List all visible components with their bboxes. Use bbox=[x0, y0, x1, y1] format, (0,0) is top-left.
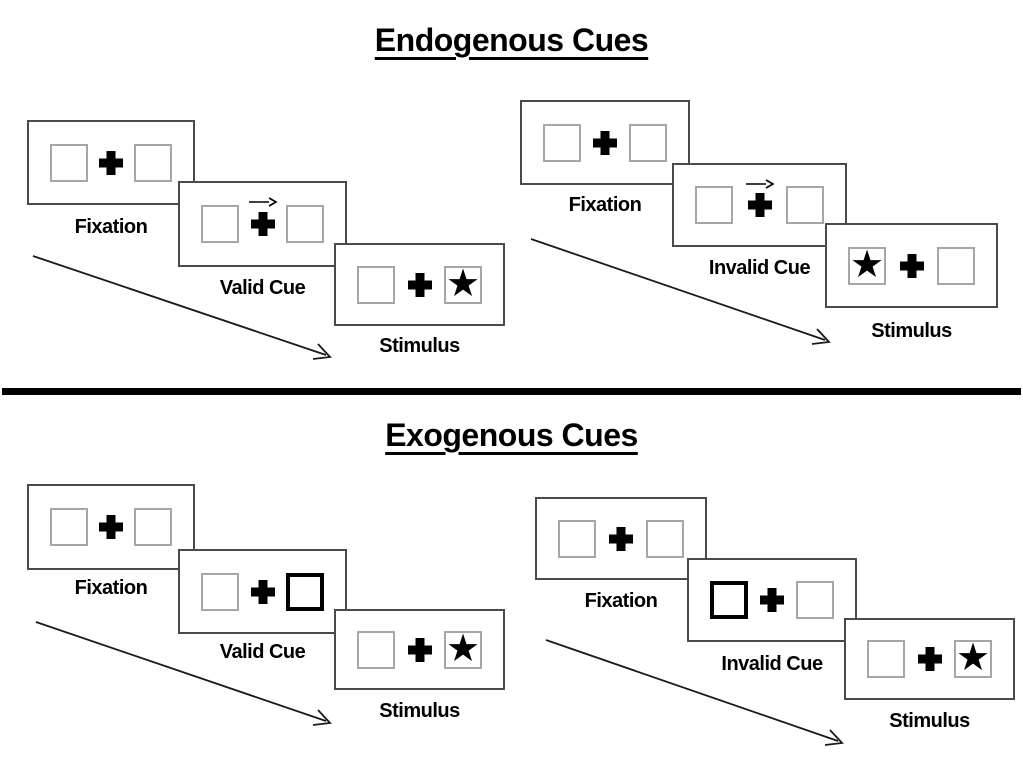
panel-label: Valid Cue bbox=[219, 641, 306, 663]
fixation-cross-icon bbox=[593, 131, 617, 155]
endogenous-valid-cue-panel bbox=[178, 181, 347, 267]
panel-label: Valid Cue bbox=[219, 277, 306, 299]
right-box bbox=[646, 519, 684, 558]
fixation-cross-icon bbox=[408, 638, 432, 662]
exogenous-valid-stimulus-panel: ★ bbox=[334, 609, 505, 690]
cue-arrow-right-icon bbox=[248, 195, 278, 207]
right-box bbox=[786, 186, 824, 224]
star-target-icon: ★ bbox=[445, 627, 481, 670]
highlighted-right-box bbox=[286, 572, 324, 611]
star-target-icon: ★ bbox=[849, 243, 885, 286]
fixation-cross-icon bbox=[760, 588, 784, 612]
left-box bbox=[50, 508, 88, 546]
left-box bbox=[201, 205, 239, 243]
endogenous-invalid-cue-panel bbox=[672, 163, 847, 247]
panel-label: Fixation bbox=[74, 216, 148, 238]
left-box bbox=[357, 265, 395, 304]
section-divider bbox=[2, 388, 1021, 395]
right-box: ★ bbox=[954, 637, 992, 680]
fixation-cross-icon bbox=[900, 254, 924, 278]
fixation-cross-icon bbox=[918, 647, 942, 671]
section-title-endogenous: Endogenous Cues bbox=[374, 22, 649, 58]
section-title-exogenous: Exogenous Cues bbox=[385, 417, 638, 453]
sequence-arrow-endogenous-valid bbox=[32, 255, 332, 360]
exogenous-invalid-fixation-panel bbox=[535, 497, 707, 580]
left-box: ★ bbox=[848, 243, 886, 286]
star-target-icon: ★ bbox=[445, 262, 481, 305]
exogenous-valid-fixation-panel bbox=[27, 484, 195, 570]
panel-label: Stimulus bbox=[889, 710, 970, 732]
fixation-cross-icon bbox=[748, 193, 772, 217]
fixation-cross-icon bbox=[408, 273, 432, 297]
star-target-icon: ★ bbox=[955, 637, 991, 680]
endogenous-valid-stimulus-panel: ★ bbox=[334, 243, 505, 326]
left-box bbox=[201, 572, 239, 611]
highlighted-left-box bbox=[710, 581, 748, 619]
panel-label: Invalid Cue bbox=[721, 653, 823, 675]
sequence-arrow-endogenous-invalid bbox=[530, 238, 831, 345]
exogenous-invalid-cue-panel bbox=[687, 558, 857, 642]
left-box bbox=[50, 143, 88, 182]
right-box: ★ bbox=[444, 262, 482, 305]
panel-label: Stimulus bbox=[379, 700, 460, 722]
panel-label: Stimulus bbox=[379, 335, 460, 357]
fixation-cross-icon bbox=[251, 212, 275, 236]
right-box bbox=[796, 581, 834, 619]
endogenous-invalid-stimulus-panel: ★ bbox=[825, 223, 998, 308]
right-box bbox=[134, 143, 172, 182]
exogenous-invalid-stimulus-panel: ★ bbox=[844, 618, 1015, 700]
endogenous-valid-fixation-panel bbox=[27, 120, 195, 205]
right-box bbox=[134, 508, 172, 546]
fixation-cross-icon bbox=[99, 151, 123, 175]
left-box bbox=[695, 186, 733, 224]
left-box bbox=[357, 630, 395, 669]
panel-label: Fixation bbox=[74, 577, 148, 599]
panel-label: Fixation bbox=[584, 590, 658, 612]
left-box bbox=[543, 123, 581, 162]
left-box bbox=[867, 640, 905, 678]
right-box bbox=[629, 123, 667, 162]
endogenous-invalid-fixation-panel bbox=[520, 100, 690, 185]
right-box bbox=[937, 246, 975, 285]
left-box bbox=[558, 519, 596, 558]
cue-arrow-right-icon bbox=[745, 177, 775, 189]
fixation-cross-icon bbox=[251, 580, 275, 604]
right-box bbox=[286, 205, 324, 243]
exogenous-valid-cue-panel bbox=[178, 549, 347, 634]
panel-label: Fixation bbox=[568, 194, 642, 216]
fixation-cross-icon bbox=[609, 527, 633, 551]
fixation-cross-icon bbox=[99, 515, 123, 539]
right-box: ★ bbox=[444, 627, 482, 670]
panel-label: Invalid Cue bbox=[708, 257, 811, 279]
sequence-arrow-exogenous-valid bbox=[35, 621, 332, 726]
panel-label: Stimulus bbox=[871, 320, 952, 342]
